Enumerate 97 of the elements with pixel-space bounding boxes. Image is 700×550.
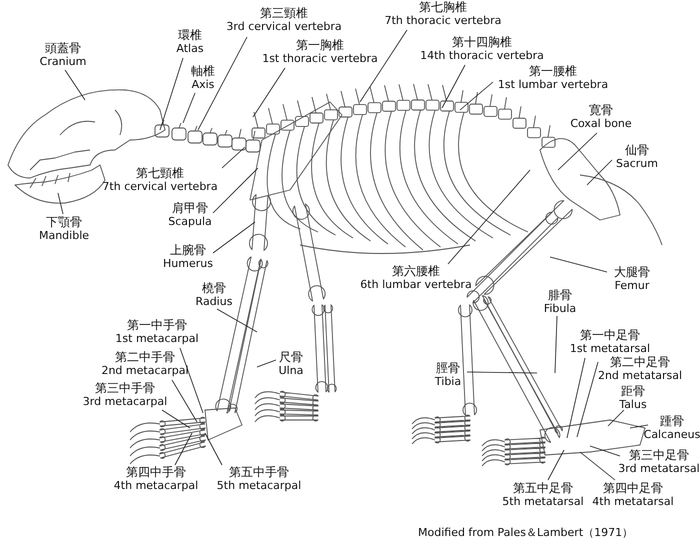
english-bone-label: Ulna	[278, 364, 304, 377]
english-bone-label: 1st lumbar vertebra	[498, 78, 608, 91]
english-bone-label: 5th metacarpal	[216, 479, 302, 492]
english-bone-label: Calcaneus	[644, 428, 700, 441]
leader-line	[460, 82, 494, 110]
english-bone-label: 7th thoracic vertebra	[384, 14, 502, 27]
leader-line	[576, 362, 598, 438]
japanese-bone-label: 第十四胸椎	[451, 35, 513, 49]
leader-line	[466, 372, 538, 374]
english-bone-label: Cranium	[40, 55, 86, 68]
english-bone-label: 14th thoracic vertebra	[420, 49, 544, 62]
leader-line	[252, 68, 286, 118]
leader-line	[586, 160, 612, 186]
english-bone-label: Tibia	[434, 375, 462, 388]
english-bone-label: Axis	[191, 78, 215, 91]
english-bone-label: 7th cervical vertebra	[102, 180, 218, 193]
japanese-bone-label: 第五中手骨	[228, 465, 290, 479]
japanese-bone-label: 第一中手骨	[126, 318, 188, 332]
japanese-bone-label: 第一中足骨	[579, 328, 641, 342]
english-bone-label: 6th lumbar vertebra	[360, 278, 472, 291]
japanese-bone-label: 第五中足骨	[512, 481, 574, 495]
japanese-bone-label: 第四中足骨	[602, 481, 664, 495]
leader-line	[448, 170, 530, 264]
japanese-bone-label: 寛骨	[588, 103, 614, 117]
english-bone-label: 4th metacarpal	[114, 479, 198, 492]
leader-line	[162, 410, 190, 428]
japanese-bone-label: 第七頸椎	[135, 166, 185, 180]
leader-line	[212, 222, 256, 254]
leader-line	[550, 256, 608, 272]
japanese-bone-label: 肩甲骨	[171, 201, 209, 215]
leader-line	[590, 446, 620, 456]
leader-line	[442, 64, 466, 108]
japanese-bone-label: 環椎	[177, 28, 203, 42]
japanese-bone-label: 第三頸椎	[259, 6, 309, 20]
japanese-bone-label: 第六腰椎	[391, 264, 441, 278]
leader-line	[172, 380, 198, 422]
english-bone-label: 2nd metatarsal	[598, 369, 682, 382]
english-bone-label: 1st metacarpal	[115, 332, 199, 345]
leader-line	[566, 358, 586, 438]
japanese-bone-label: 第一腰椎	[528, 64, 578, 78]
english-bone-label: 3rd metacarpal	[82, 395, 168, 408]
leader-line	[58, 192, 64, 214]
japanese-bone-label: 第七胸椎	[418, 0, 468, 14]
japanese-bone-label: 下顎骨	[45, 215, 83, 229]
leader-line	[64, 70, 86, 100]
japanese-bone-label: 第一胸椎	[295, 38, 345, 52]
japanese-bone-label: 第三中足骨	[628, 448, 690, 462]
japanese-bone-label: 腓骨	[547, 288, 573, 302]
english-bone-label: Atlas	[176, 42, 204, 55]
english-bone-label: 2nd metacarpal	[101, 364, 189, 377]
japanese-bone-label: 脛骨	[435, 361, 461, 375]
english-bone-label: Sacrum	[616, 157, 658, 170]
english-bone-label: Talus	[619, 398, 647, 411]
leader-line	[580, 452, 616, 480]
japanese-bone-label: 上腕骨	[169, 243, 207, 257]
english-bone-label: 3rd cervical vertebra	[226, 20, 342, 33]
source-caption: Modified from Pales＆Lambert（1971）	[418, 525, 634, 540]
english-bone-label: 3rd metatarsal	[618, 462, 700, 475]
leader-line	[554, 316, 558, 374]
leader-line	[180, 348, 204, 414]
japanese-bone-label: 第四中手骨	[125, 465, 187, 479]
leader-line	[216, 308, 258, 332]
english-bone-label: 1st thoracic vertebra	[262, 52, 378, 65]
english-bone-label: Coxal bone	[570, 117, 632, 130]
leader-line	[256, 360, 276, 368]
japanese-bone-label: 第二中手骨	[114, 350, 176, 364]
leader-line	[198, 36, 248, 130]
leader-line	[212, 168, 258, 214]
english-bone-label: Radius	[196, 295, 232, 308]
english-bone-label: Mandible	[38, 229, 90, 242]
english-bone-label: 5th metatarsal	[502, 495, 584, 508]
japanese-bone-label: 踵骨	[659, 414, 685, 428]
leader-line	[630, 424, 648, 428]
leader-line	[182, 92, 196, 124]
japanese-bone-label: 軸椎	[191, 64, 215, 78]
english-bone-label: 4th metatarsal	[592, 495, 674, 508]
japanese-bone-label: 仙骨	[624, 143, 650, 157]
japanese-bone-label: 第三中手骨	[94, 381, 156, 395]
leader-line	[548, 450, 564, 480]
leader-line	[174, 432, 192, 466]
leader-line	[360, 30, 408, 102]
leader-line	[204, 432, 222, 466]
english-bone-label: Femur	[614, 279, 650, 292]
english-bone-label: Scapula	[168, 215, 212, 228]
english-bone-label: Fibula	[544, 302, 576, 315]
english-bone-label: 1st metatarsal	[570, 342, 650, 355]
english-bone-label: Humerus	[163, 257, 213, 270]
leader-line	[160, 58, 184, 130]
japanese-bone-label: 頭蓋骨	[44, 41, 82, 55]
leader-line	[608, 410, 624, 426]
leader-line	[222, 146, 246, 168]
japanese-bone-label: 距骨	[620, 384, 646, 398]
japanese-bone-label: 尺骨	[278, 350, 304, 364]
japanese-bone-label: 大腿骨	[614, 265, 650, 279]
japanese-bone-label: 橈骨	[201, 281, 227, 295]
japanese-bone-label: 第二中足骨	[609, 355, 671, 369]
leader-line	[558, 132, 598, 170]
